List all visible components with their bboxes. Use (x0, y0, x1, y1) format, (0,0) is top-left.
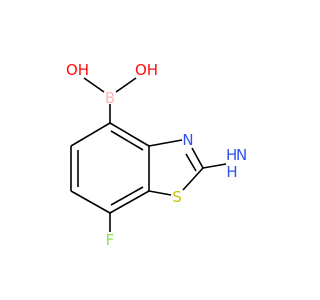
bond-b-o-right (115, 77, 137, 93)
bond-c4-c3a-inner (110, 130, 144, 151)
amine-h1-label: H (226, 146, 237, 164)
atom-labels: OH OH B N S H N H F (66, 61, 247, 249)
bond-n-c2 (191, 147, 204, 169)
amine-n-label: N (236, 146, 247, 164)
bond-c4-c3a (109, 122, 150, 147)
bond-s-c7a (148, 190, 172, 196)
oh-right-label: OH (135, 61, 158, 79)
bond-n-c2-inner (185, 153, 197, 172)
bond-c2-nh2 (202, 163, 227, 169)
bond-c6-c7 (70, 190, 111, 214)
nitrogen-ring-label: N (182, 131, 193, 149)
bond-c4-c5 (70, 122, 111, 147)
bond-c7-c7a (109, 190, 150, 214)
bond-lines (70, 77, 227, 232)
molecule-diagram: OH OH B N S H N H F (66, 61, 247, 249)
amine-h2-label: H (226, 163, 237, 181)
oh-left-label: OH (66, 61, 89, 79)
fluorine-label: F (106, 231, 115, 249)
boron-label: B (105, 89, 115, 107)
bond-c7-c7a-inner (110, 186, 144, 206)
bond-o-b-left (83, 77, 105, 93)
sulfur-label: S (172, 188, 182, 206)
bond-c3a-n (148, 139, 183, 147)
bond-c2-s (182, 167, 204, 191)
